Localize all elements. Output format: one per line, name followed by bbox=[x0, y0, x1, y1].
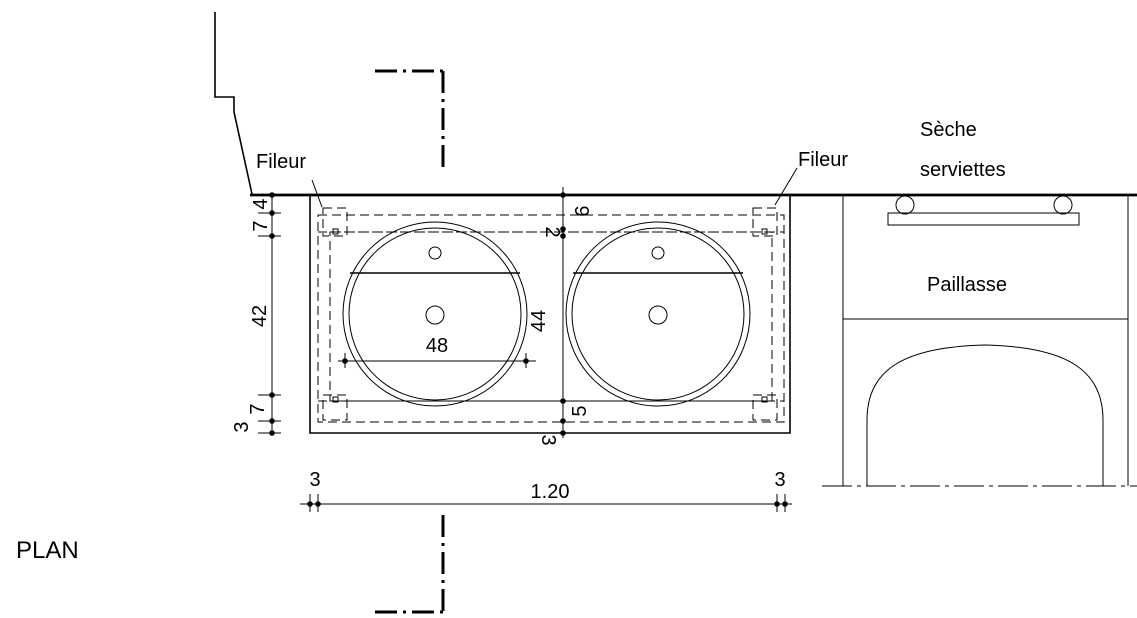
dimension-chain-centre: 9 2 44 5 3 bbox=[528, 187, 592, 446]
dim-centre-3: 3 bbox=[537, 434, 559, 445]
fileur-left-label: Fileur bbox=[256, 151, 306, 173]
paillasse-label: Paillasse bbox=[927, 274, 1007, 296]
dim-width-right-3: 3 bbox=[774, 469, 785, 491]
seche-label-line2: serviettes bbox=[920, 159, 1006, 181]
dim-bottom-7: 7 bbox=[247, 403, 269, 414]
dimension-basin-width: 48 bbox=[338, 335, 536, 368]
basin-right bbox=[565, 221, 751, 407]
dim-bottom-3: 3 bbox=[231, 421, 253, 432]
dim-top-4: 4 bbox=[250, 198, 272, 209]
dim-top-7: 7 bbox=[250, 220, 272, 231]
fileur-left: Fileur bbox=[256, 151, 323, 208]
dim-centre-44: 44 bbox=[528, 310, 550, 332]
dimension-chain-left: 4 7 42 7 3 bbox=[231, 192, 281, 436]
section-cut-bottom bbox=[375, 515, 445, 614]
plan-title: PLAN bbox=[16, 537, 79, 564]
fileur-right-label: Fileur bbox=[798, 149, 848, 171]
wc-bowl bbox=[822, 344, 1137, 487]
dim-depth-42: 42 bbox=[249, 305, 271, 327]
seche-label-line1: Sèche bbox=[920, 119, 977, 141]
basin-left bbox=[342, 221, 528, 407]
section-cut-top bbox=[375, 69, 445, 172]
wall-outline bbox=[214, 12, 1137, 197]
dim-width-left-3: 3 bbox=[309, 469, 320, 491]
towel-dryer: Sèche serviettes bbox=[887, 119, 1080, 226]
dim-basin-48: 48 bbox=[426, 335, 448, 357]
dimension-overall-width: 3 1.20 3 bbox=[300, 469, 792, 512]
dim-centre-5: 5 bbox=[569, 405, 591, 416]
dim-centre-2: 2 bbox=[541, 226, 563, 237]
fileur-right: Fileur bbox=[774, 149, 848, 206]
vanity-cabinet bbox=[309, 195, 791, 434]
dim-centre-9: 9 bbox=[570, 205, 592, 216]
dim-width-total: 1.20 bbox=[531, 481, 570, 503]
paillasse: Paillasse bbox=[842, 195, 1129, 486]
